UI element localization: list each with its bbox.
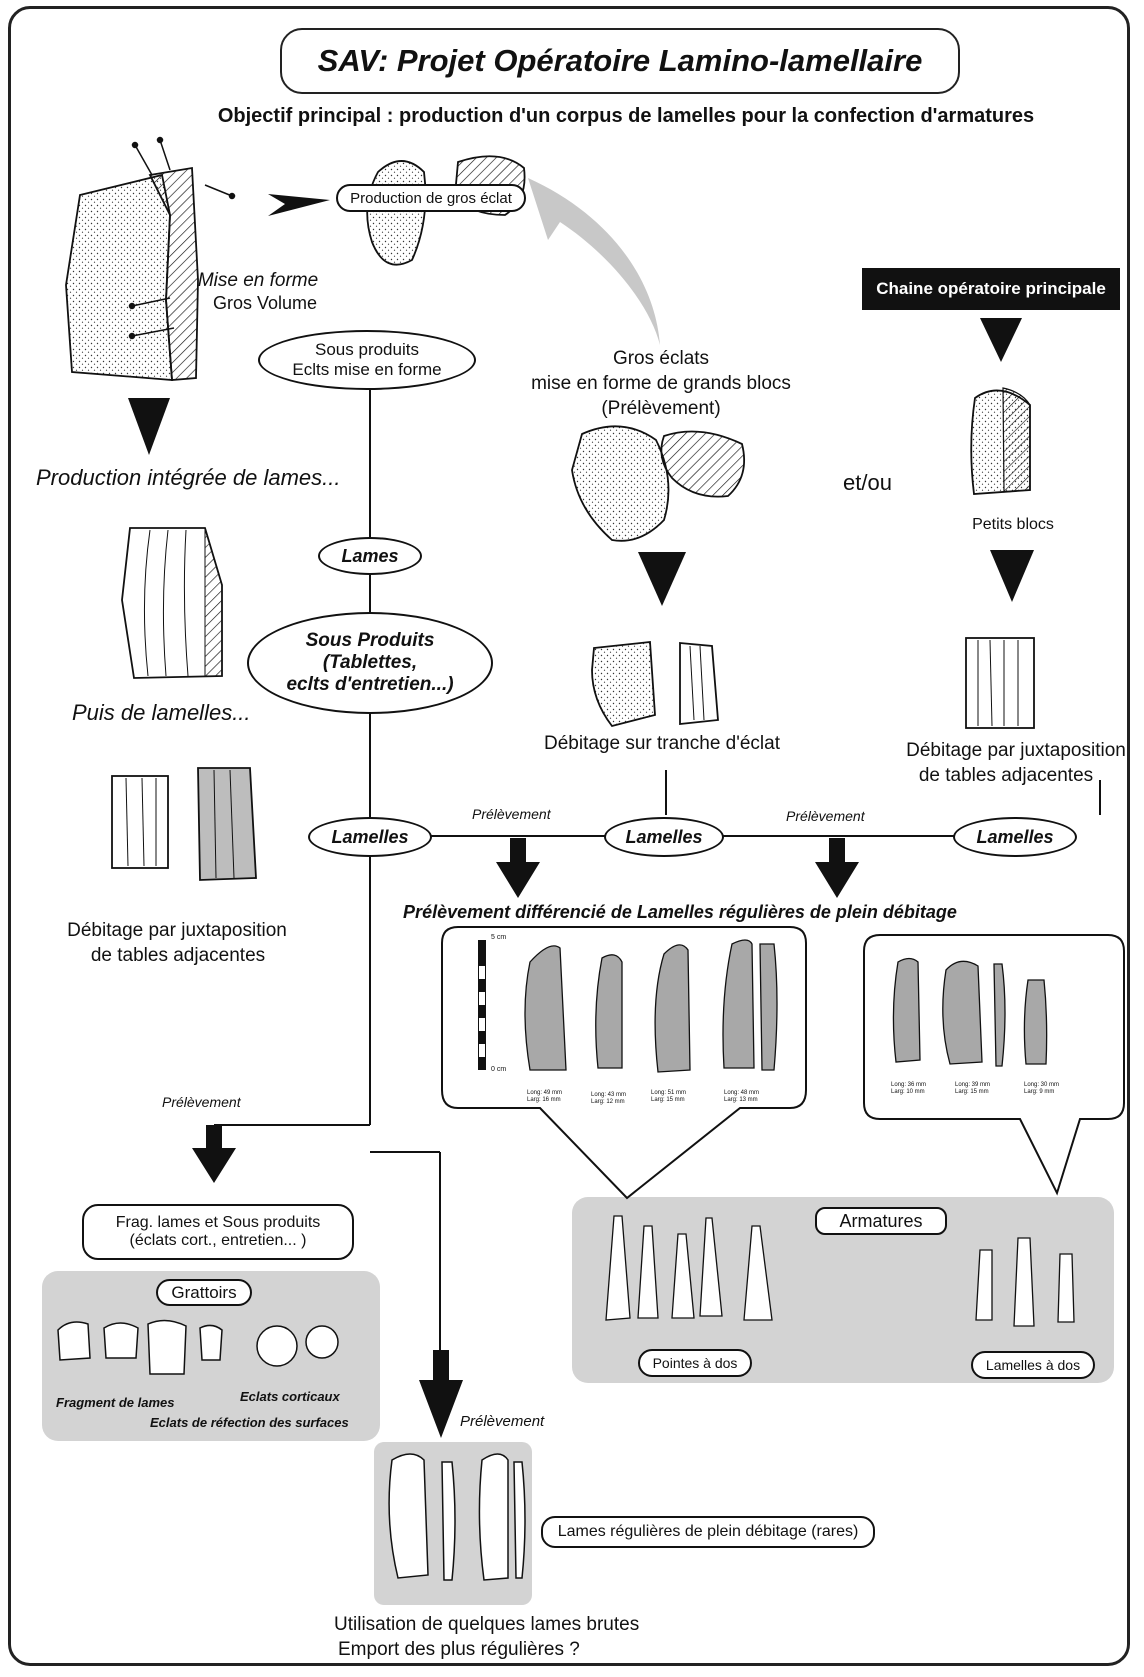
diagram-title: SAV: Projet Opératoire Lamino-lamellaire <box>317 43 923 78</box>
shaping-sublabel: Gros Volume <box>212 293 318 313</box>
debitage-tranche-label: Débitage sur tranche d'éclat <box>544 733 780 754</box>
frag-lames-label: Fragment de lames <box>56 1395 175 1410</box>
title-box: SAV: Projet Opératoire Lamino-lamellaire <box>280 28 960 94</box>
lamelles-node-center: Lamelles <box>604 817 724 857</box>
eclats-refection-label: Eclats de réfection des surfaces <box>150 1415 349 1430</box>
bladelet-core-a <box>111 775 169 869</box>
juxta-core-right <box>965 637 1035 729</box>
integrated-blade-scars <box>143 529 189 677</box>
prelevement-label-2: Prélèvement <box>786 808 865 824</box>
big-gray-curve-arrow <box>528 178 660 345</box>
small-blocks-label: Petits blocs <box>972 516 1054 533</box>
bottom-blades <box>388 1453 526 1581</box>
and-or-text: et/ou <box>843 470 892 495</box>
scale-bar <box>478 940 486 1070</box>
prelevement-label-4: Prélèvement <box>460 1413 545 1430</box>
petit-bloc-hatch <box>1002 387 1031 493</box>
juxta-left-line1: Débitage par juxtaposition <box>67 920 287 941</box>
big-flakes-line3: (Prélèvement) <box>601 398 721 419</box>
thick-arrow-4 <box>419 1350 463 1438</box>
scale-top-label: 5 cm <box>491 934 507 941</box>
lamelles-dos-label: Lamelles à dos <box>971 1351 1095 1379</box>
big-flake-production-label: Production de gros éclat <box>336 184 526 212</box>
grattoirs-label: Grattoirs <box>156 1279 252 1306</box>
top-flake-dotted <box>366 160 427 266</box>
arrow-to-production <box>268 194 330 216</box>
lames-node: Lames <box>318 537 422 575</box>
big-flake-dotted <box>571 425 670 542</box>
scale-bottom-label: 0 cm <box>491 1066 507 1073</box>
juxta-right-line2: de tables adjacentes <box>918 765 1094 786</box>
eclats-corticaux-label: Eclats corticaux <box>240 1389 340 1404</box>
lames-regulieres-label: Lames régulières de plein débitage (rare… <box>541 1516 875 1548</box>
bladelet-core-b <box>197 767 257 881</box>
lamelles-node-right: Lamelles <box>953 817 1077 857</box>
lamelles-node-left: Lamelles <box>308 817 432 857</box>
tranche-flake <box>591 641 656 728</box>
thick-arrow-3 <box>192 1125 236 1183</box>
differentiated-title: Prélèvement différencié de Lamelles régu… <box>403 902 957 922</box>
armatures-artefacts <box>605 1215 1075 1327</box>
bladelets-right <box>892 957 1048 1067</box>
big-flake-hatched <box>660 430 746 498</box>
juxta-core-right-scars <box>977 639 1019 727</box>
frag-box: Frag. lames et Sous produits (éclats cor… <box>82 1204 354 1260</box>
thick-arrow-1 <box>496 838 540 898</box>
shaping-label: Mise en forme <box>197 270 319 291</box>
objective-text: Objectif principal : production d'un cor… <box>217 105 1035 127</box>
thick-arrow-2 <box>815 838 859 898</box>
prelevement-label-1: Prélèvement <box>472 806 551 822</box>
arrow-down-left <box>128 398 170 455</box>
by-products-shaping: Sous produits Eclts mise en forme <box>258 330 476 390</box>
then-bladelets-text: Puis de lamelles... <box>72 700 251 725</box>
arrow-main-chain <box>980 318 1022 362</box>
main-chain-box: Chaine opératoire principale <box>862 268 1120 310</box>
connector-lines <box>214 388 1101 1350</box>
utilisation-line1: Utilisation de quelques lames brutes <box>334 1614 640 1635</box>
gros-volume-core <box>65 136 236 381</box>
armatures-label: Armatures <box>815 1207 947 1235</box>
juxta-left-line2: de tables adjacentes <box>90 945 266 966</box>
big-flakes-line2: mise en forme de grands blocs <box>531 373 791 394</box>
pointes-label: Pointes à dos <box>638 1349 752 1377</box>
bladelets-left <box>524 939 778 1073</box>
juxta-right-line1: Débitage par juxtaposition <box>906 740 1126 761</box>
arrow-down-big-flakes <box>638 552 686 606</box>
integrated-blades-text: Production intégrée de lames... <box>36 465 341 490</box>
grattoirs-artefacts <box>57 1319 339 1375</box>
arrowheads <box>128 194 1034 1438</box>
utilisation-line2: Emport des plus régulières ? <box>338 1639 580 1660</box>
big-flakes-line1: Gros éclats <box>612 348 710 369</box>
tranche-core-scars <box>689 645 705 721</box>
arrow-petits-blocs <box>990 550 1034 602</box>
tranche-core <box>679 642 719 725</box>
right-bubble <box>863 934 1125 1196</box>
prelevement-label-3: Prélèvement <box>162 1094 241 1110</box>
sous-produits-node: Sous Produits (Tablettes, eclts d'entret… <box>247 612 493 714</box>
